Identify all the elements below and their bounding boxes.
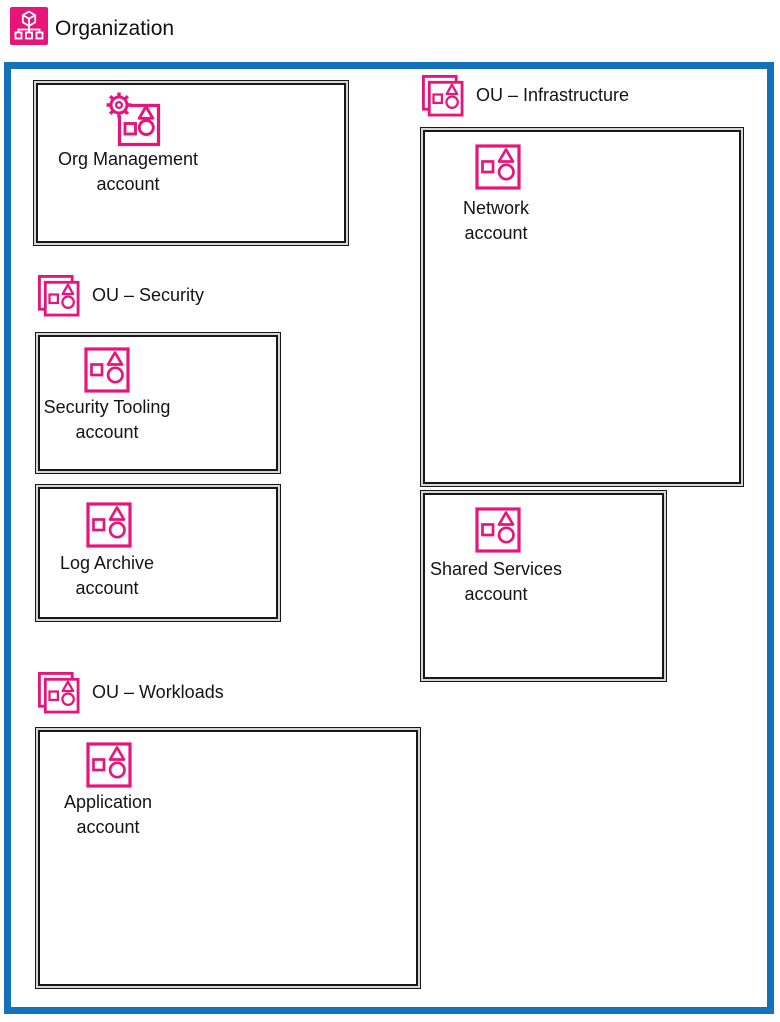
ou-workloads-label: OU – Workloads [92,682,224,702]
ou-icon [420,73,465,118]
ou-icon [36,670,81,715]
label-line-1: Application [63,792,153,812]
label-line-1: Security Tooling [43,397,171,417]
ou-workloads-header: OU – Workloads [36,670,224,715]
security-tooling-account-label: Security Tooling account [40,395,174,445]
account-icon [86,502,132,548]
diagram-title: Organization [55,17,175,40]
management-account-icon [104,90,162,148]
ou-security-header: OU – Security [36,273,204,318]
label-line-2: account [96,174,160,194]
shared-services-account-box: Shared Services account [420,490,667,682]
label-line-1: Log Archive [59,553,155,573]
security-tooling-account-box: Security Tooling account [35,332,281,474]
ou-icon [36,273,81,318]
org-management-account-label: Org Management account [38,147,218,197]
label-line-2: account [464,584,528,604]
org-management-account-box: Org Management account [33,80,349,246]
label-line-2: account [464,223,528,243]
log-archive-account-box: Log Archive account [35,484,281,622]
application-account-label: Application account [40,790,176,840]
label-line-1: Shared Services [429,559,563,579]
log-archive-account-label: Log Archive account [40,551,174,601]
network-account-label: Network account [425,196,567,246]
ou-security-label: OU – Security [92,285,205,305]
account-icon [475,507,521,553]
application-account-box: Application account [35,727,421,989]
organization-icon [10,7,48,45]
account-icon [86,742,132,788]
ou-infrastructure-header: OU – Infrastructure [420,73,629,118]
organization-boundary [4,62,774,1014]
label-line-2: account [75,578,139,598]
label-line-1: Network [462,198,529,218]
label-line-1: Org Management [57,149,199,169]
label-line-2: account [76,817,140,837]
account-icon [475,144,521,190]
label-line-2: account [75,422,139,442]
network-account-box: Network account [420,127,744,487]
ou-infrastructure-label: OU – Infrastructure [476,85,630,105]
shared-services-account-label: Shared Services account [425,557,567,607]
account-icon [84,347,130,393]
